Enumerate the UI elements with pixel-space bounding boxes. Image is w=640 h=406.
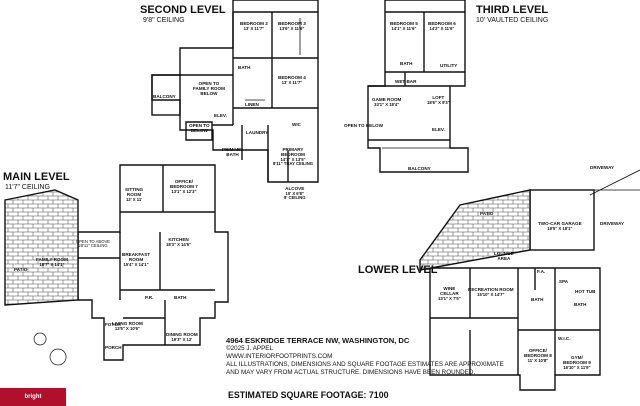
main-level-plan [4,164,229,366]
website: WWW.INTERIORFOOTPRINTS.COM [226,353,333,361]
driveway-right-label: DRIVEWAY [600,221,625,226]
spa-label: SPA [559,279,569,284]
square-footage: ESTIMATED SQUARE FOOTAGE: 7100 [228,390,389,400]
open-to-below-small-label: OPEN TO BELOW [189,123,210,133]
foyer-label: FOYER [105,322,121,327]
pr-label: P.R. [145,295,154,300]
lower-level-plan [419,169,640,391]
open-below-label: OPEN TO BELOW [344,123,383,128]
wic-label: WIC [292,122,301,127]
disclaimer-line-1: ALL ILLUSTRATIONS, DIMENSIONS AND SQUARE… [226,361,504,369]
bath-a-label: BATH [238,65,251,70]
second-level-title: SECOND LEVEL [140,4,226,16]
driveway-top-label: DRIVEWAY [590,165,615,170]
lower-level-title: LOWER LEVEL [358,264,438,276]
patio-lower-label: PATIO [480,211,494,216]
third-level-ceiling: 10' VAULTED CEILING [476,17,549,24]
balcony-second-label: BALCONY [153,94,176,99]
porch-label: PORCH [105,345,122,350]
patio-main-label: PATIO [14,267,28,272]
primary-bath-label: PRIMARY BATH [222,147,244,157]
second-level-plan [151,0,319,183]
laundry-label: LAUNDRY [246,130,269,135]
copyright: ©2025 J. APPEL [226,345,273,353]
bath-d-label: BATH [531,297,544,302]
elev-b-label: ELEV. [432,127,445,132]
hot-tub-label: HOT TUB [575,289,596,294]
address: 4964 ESKRIDGE TERRACE NW, WASHINGTON, DC [226,336,410,345]
disclaimer-line-2: AND MAY VARY FROM ACTUAL STRUCTURE. DIME… [226,369,476,377]
bath-e-label: BATH [574,302,587,307]
wic2-label: W.I.C. [558,336,571,341]
plan-info: 4964 ESKRIDGE TERRACE NW, WASHINGTON, DC… [226,336,504,377]
bath-c-label: BATH [174,295,187,300]
wet-bar-label: WET BAR [395,79,417,84]
main-level-title: MAIN LEVEL [3,171,70,183]
lounge-label: LOUNGE AREA [494,251,514,261]
utility-label: UTILITY [440,63,458,68]
balcony-third-label: BALCONY [408,166,431,171]
third-level-plan [367,0,469,173]
watermark-logo: bright [0,388,66,406]
main-level-ceiling: 11'7" CEILING [5,184,50,191]
elev-a-label: ELEV. [214,113,227,118]
open-above-label: OPEN TO ABOVE 28'11" CEILING [76,239,111,249]
linen-label: LINEN [245,102,259,107]
fa-label: F.A. [537,269,546,274]
open-family-label: OPEN TO FAMILY ROOM BELOW [193,81,225,96]
second-level-ceiling: 9'8" CEILING [143,17,185,24]
third-level-title: THIRD LEVEL [476,4,549,16]
bath-b-label: BATH [400,61,413,66]
